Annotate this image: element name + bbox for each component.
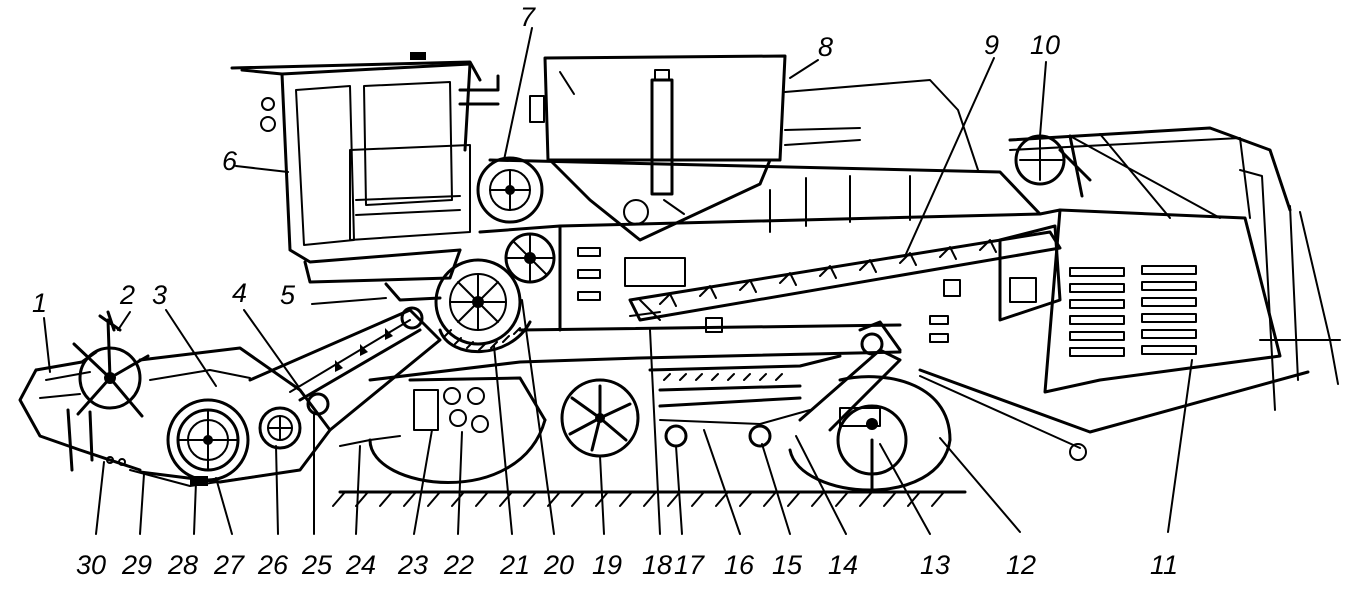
beater — [504, 232, 556, 284]
callout-14: 14 — [828, 550, 858, 580]
callout-18: 18 — [642, 550, 672, 580]
rear-handrail — [1014, 134, 1092, 198]
machine-body — [368, 158, 1062, 382]
header-auger — [166, 398, 250, 482]
callout-3: 3 — [152, 280, 167, 310]
feeder-house — [248, 306, 442, 432]
reel — [66, 310, 150, 472]
threshing-drum — [434, 258, 532, 353]
ground-line — [332, 490, 967, 507]
grain-tank — [529, 54, 979, 242]
header-front — [18, 350, 142, 472]
callout-7: 7 — [520, 2, 536, 32]
straw-chopper-hood — [918, 126, 1341, 461]
callout-27: 27 — [213, 550, 245, 580]
callout-29: 29 — [121, 550, 152, 580]
callout-21: 21 — [499, 550, 530, 580]
callout-15: 15 — [772, 550, 803, 580]
callout-17: 17 — [674, 550, 705, 580]
tank-auger-pulley — [476, 156, 544, 224]
callout-30: 30 — [76, 550, 106, 580]
callout-11: 11 — [1150, 550, 1178, 580]
callout-22: 22 — [443, 550, 474, 580]
callout-10: 10 — [1030, 30, 1060, 60]
callout-13: 13 — [920, 550, 950, 580]
callout-8: 8 — [818, 32, 833, 62]
callout-4: 4 — [232, 278, 247, 308]
callout-2: 2 — [119, 280, 135, 310]
callout-5: 5 — [280, 280, 296, 310]
callout-12: 12 — [1006, 550, 1036, 580]
callout-19: 19 — [592, 550, 622, 580]
callout-28: 28 — [167, 550, 198, 580]
callout-1: 1 — [32, 288, 47, 318]
cleaning-sieves — [629, 299, 842, 448]
callout-6: 6 — [222, 146, 238, 176]
steering-wheel — [788, 320, 952, 494]
feeder-sprocket — [258, 406, 302, 450]
callout-numbers: 1 2 3 4 5 6 7 8 9 10 11 12 13 14 15 16 1… — [32, 2, 1178, 580]
callout-16: 16 — [724, 550, 755, 580]
callout-20: 20 — [543, 550, 574, 580]
cleaning-fan — [560, 378, 640, 458]
callout-25: 25 — [301, 550, 333, 580]
callout-9: 9 — [984, 30, 999, 60]
callout-26: 26 — [257, 550, 289, 580]
callout-23: 23 — [397, 550, 428, 580]
operator-cabin — [230, 52, 500, 302]
callout-leaders — [43, 27, 1193, 535]
straw-walker — [628, 230, 1062, 333]
callout-24: 24 — [345, 550, 376, 580]
drive-wheel — [339, 376, 547, 484]
